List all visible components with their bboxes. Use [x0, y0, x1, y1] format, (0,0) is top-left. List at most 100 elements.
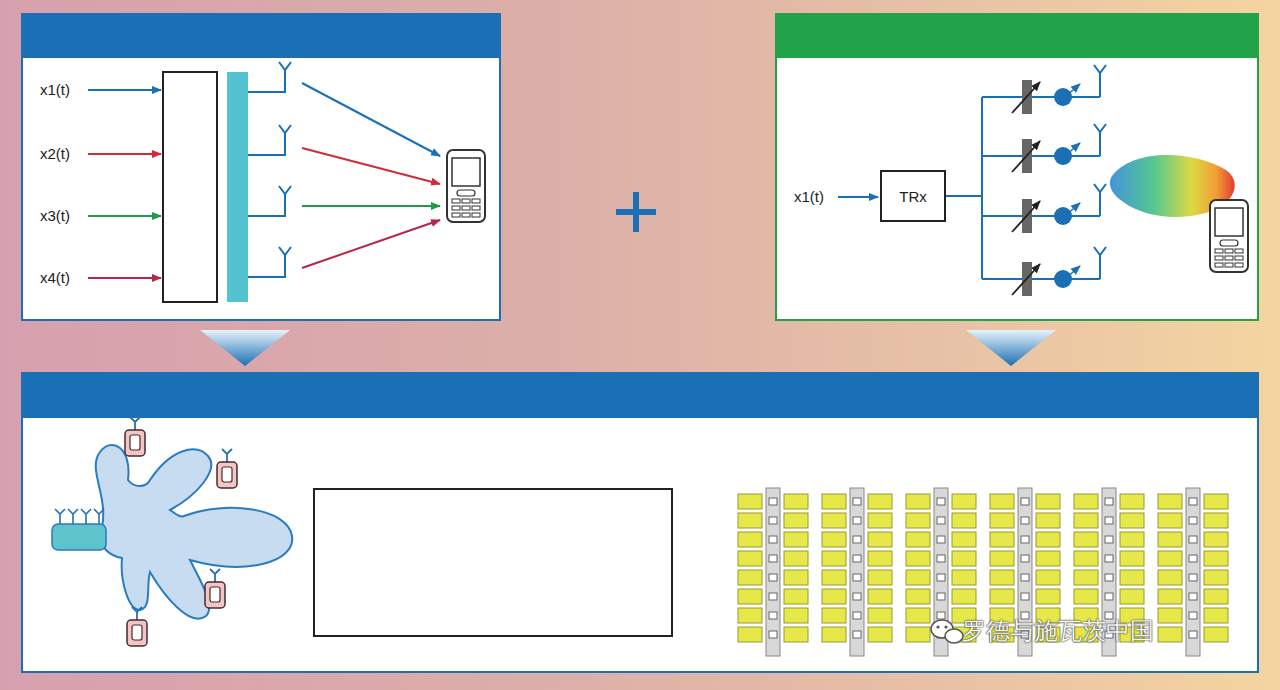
array-element — [906, 627, 930, 642]
array-element — [738, 532, 762, 547]
plus-sign — [616, 192, 656, 232]
array-element — [738, 608, 762, 623]
array-element — [952, 513, 976, 528]
array-element — [1158, 570, 1182, 585]
array-element — [769, 593, 777, 600]
array-element — [1204, 627, 1228, 642]
array-element — [1074, 589, 1098, 604]
array-element — [1189, 612, 1197, 619]
array-element — [906, 570, 930, 585]
array-element — [853, 536, 861, 543]
cyan-bar — [227, 72, 248, 302]
header-bar — [22, 373, 1258, 418]
array-element — [769, 536, 777, 543]
array-element — [1036, 513, 1060, 528]
array-element — [769, 555, 777, 562]
precoder-box — [163, 72, 217, 302]
array-element — [1105, 574, 1113, 581]
panel — [22, 373, 1258, 672]
watermark: 罗德与施瓦茨中国 — [962, 619, 1154, 643]
array-element — [738, 494, 762, 509]
array-element — [868, 627, 892, 642]
empty-box — [314, 489, 672, 636]
array-element — [1158, 589, 1182, 604]
array-element — [937, 517, 945, 524]
array-element — [1158, 532, 1182, 547]
array-element — [1074, 532, 1098, 547]
array-element — [784, 570, 808, 585]
array-element — [822, 627, 846, 642]
array-element — [1189, 517, 1197, 524]
array-element — [853, 612, 861, 619]
signal-name: x3(t) — [40, 208, 70, 223]
array-element — [769, 612, 777, 619]
array-element — [1204, 608, 1228, 623]
array-element — [1105, 612, 1113, 619]
amplifiers — [1054, 84, 1080, 288]
array-element — [738, 589, 762, 604]
signal-name: x4(t) — [40, 270, 70, 285]
base-station — [52, 509, 106, 550]
array-element — [937, 536, 945, 543]
array-element — [1105, 536, 1113, 543]
array-element — [738, 570, 762, 585]
array-element — [1189, 555, 1197, 562]
array-element — [1158, 513, 1182, 528]
panel — [776, 14, 1258, 320]
box-label: TRx — [899, 188, 927, 205]
array-element — [1074, 551, 1098, 566]
header-bar — [776, 14, 1258, 58]
transceiver-box: TRx — [880, 170, 946, 222]
array-element — [853, 593, 861, 600]
signal-name: x2(t) — [40, 146, 70, 161]
array-element — [952, 494, 976, 509]
array-element — [1158, 608, 1182, 623]
array-element — [1120, 551, 1144, 566]
array-element — [1158, 627, 1182, 642]
array-element — [1204, 513, 1228, 528]
wechat-icon — [931, 620, 963, 643]
array-element — [1120, 570, 1144, 585]
array-element — [937, 612, 945, 619]
array-element — [1074, 570, 1098, 585]
array-element — [1120, 513, 1144, 528]
array-element — [784, 551, 808, 566]
array-element — [1158, 551, 1182, 566]
array-element — [990, 570, 1014, 585]
array-element — [1120, 532, 1144, 547]
array-element — [990, 494, 1014, 509]
array-element — [1189, 593, 1197, 600]
array-element — [906, 532, 930, 547]
array-element — [769, 631, 777, 638]
array-element — [822, 608, 846, 623]
phase-shifters — [1012, 80, 1040, 296]
array-element — [952, 589, 976, 604]
array-element — [1021, 517, 1029, 524]
array-element — [1021, 498, 1029, 505]
array-element — [769, 574, 777, 581]
down-triangle — [966, 330, 1056, 366]
array-element — [1120, 494, 1144, 509]
array-element — [1074, 513, 1098, 528]
array-element — [853, 574, 861, 581]
array-element — [937, 555, 945, 562]
array-element — [822, 551, 846, 566]
array-element — [868, 608, 892, 623]
array-element — [1021, 555, 1029, 562]
array-element — [937, 574, 945, 581]
array-element — [952, 532, 976, 547]
array-element — [784, 589, 808, 604]
input-arrows — [88, 90, 161, 278]
array-element — [868, 589, 892, 604]
array-element — [952, 551, 976, 566]
array-element — [868, 570, 892, 585]
array-element — [990, 513, 1014, 528]
array-element — [868, 513, 892, 528]
antenna-array — [738, 488, 1228, 656]
array-element — [853, 498, 861, 505]
input-arrow — [838, 196, 878, 198]
array-element — [1189, 574, 1197, 581]
array-element — [990, 551, 1014, 566]
array-element — [766, 488, 780, 656]
